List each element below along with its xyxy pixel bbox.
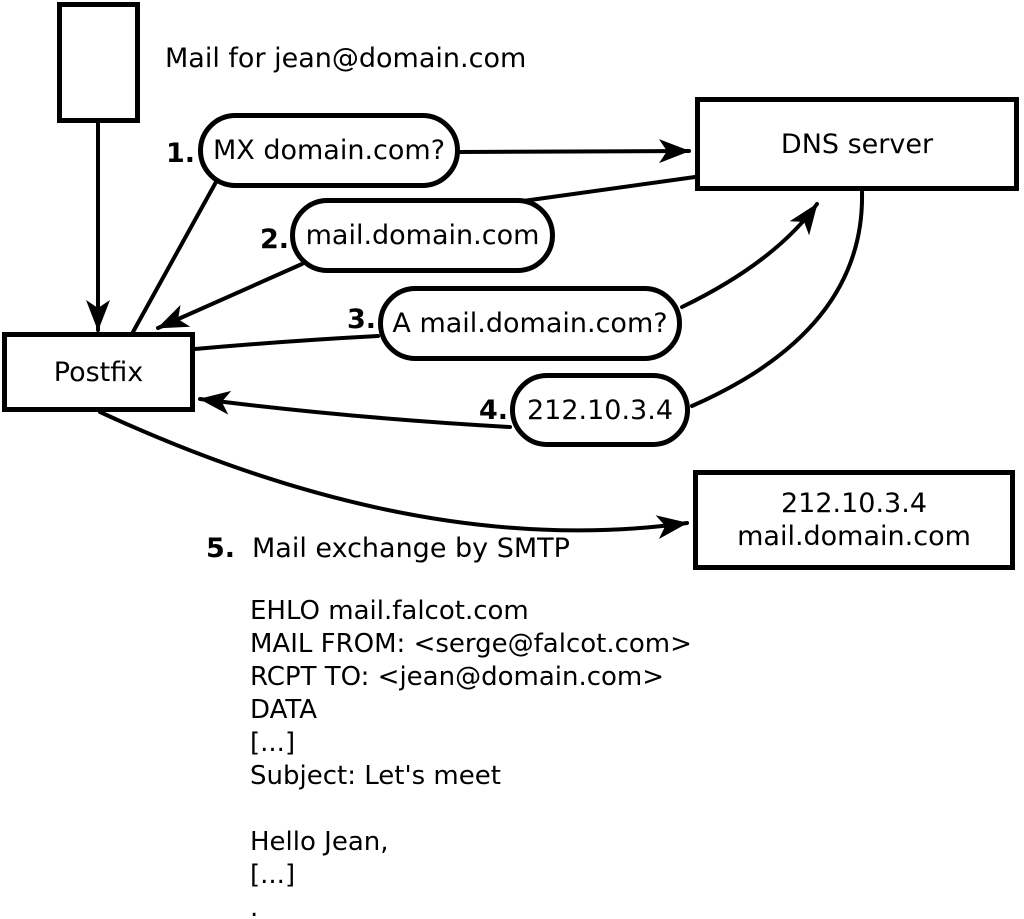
step-3-number: 3. [346, 304, 376, 335]
smtp-line: [...] [250, 860, 296, 890]
mx-reply-pill: mail.domain.com [290, 198, 555, 273]
dns-server-node: DNS server [695, 97, 1019, 191]
smtp-line-blank [250, 793, 692, 826]
mail-document-node [57, 2, 140, 123]
smtp-line: [...] [250, 728, 296, 758]
arrow-reply4-to-postfix [198, 390, 512, 429]
destination-server-node: 212.10.3.4 mail.domain.com [693, 470, 1015, 570]
arrow-reply2-to-postfix [156, 262, 304, 330]
arrow-query1-to-dns [458, 139, 691, 164]
mail-note-label: Mail for jean@domain.com [165, 43, 527, 74]
step-1-number: 1. [165, 138, 195, 169]
step-2-number: 2. [259, 224, 289, 255]
step-4-number: 4. [478, 395, 508, 426]
step-5-number: 5. [205, 533, 235, 564]
step-5-label: Mail exchange by SMTP [252, 533, 570, 564]
smtp-line: EHLO mail.falcot.com [250, 596, 529, 626]
smtp-line: RCPT TO: <jean@domain.com> [250, 662, 665, 692]
line-postfix-to-query1 [131, 180, 218, 334]
arrow-query3-to-dns [680, 202, 819, 309]
line-dns-to-reply2 [514, 175, 697, 204]
line-dns-to-reply4 [690, 190, 865, 408]
mx-query-pill: MX domain.com? [198, 113, 460, 188]
destination-hostname: mail.domain.com [737, 521, 971, 552]
line-postfix-to-query3 [193, 334, 380, 351]
smtp-line: MAIL FROM: <serge@falcot.com> [250, 629, 692, 659]
a-reply-pill: 212.10.3.4 [510, 373, 690, 447]
destination-ip: 212.10.3.4 [781, 488, 927, 519]
arrow-postfix-to-destination [98, 410, 689, 539]
a-query-pill: A mail.domain.com? [378, 286, 682, 361]
smtp-transcript: EHLO mail.falcot.com MAIL FROM: <serge@f… [250, 595, 692, 919]
smtp-line-terminator-dot: . [250, 893, 259, 919]
postfix-node: Postfix [2, 332, 195, 412]
smtp-line: Hello Jean, [250, 827, 389, 857]
smtp-line: Subject: Let's meet [250, 761, 501, 791]
smtp-line: DATA [250, 695, 317, 725]
